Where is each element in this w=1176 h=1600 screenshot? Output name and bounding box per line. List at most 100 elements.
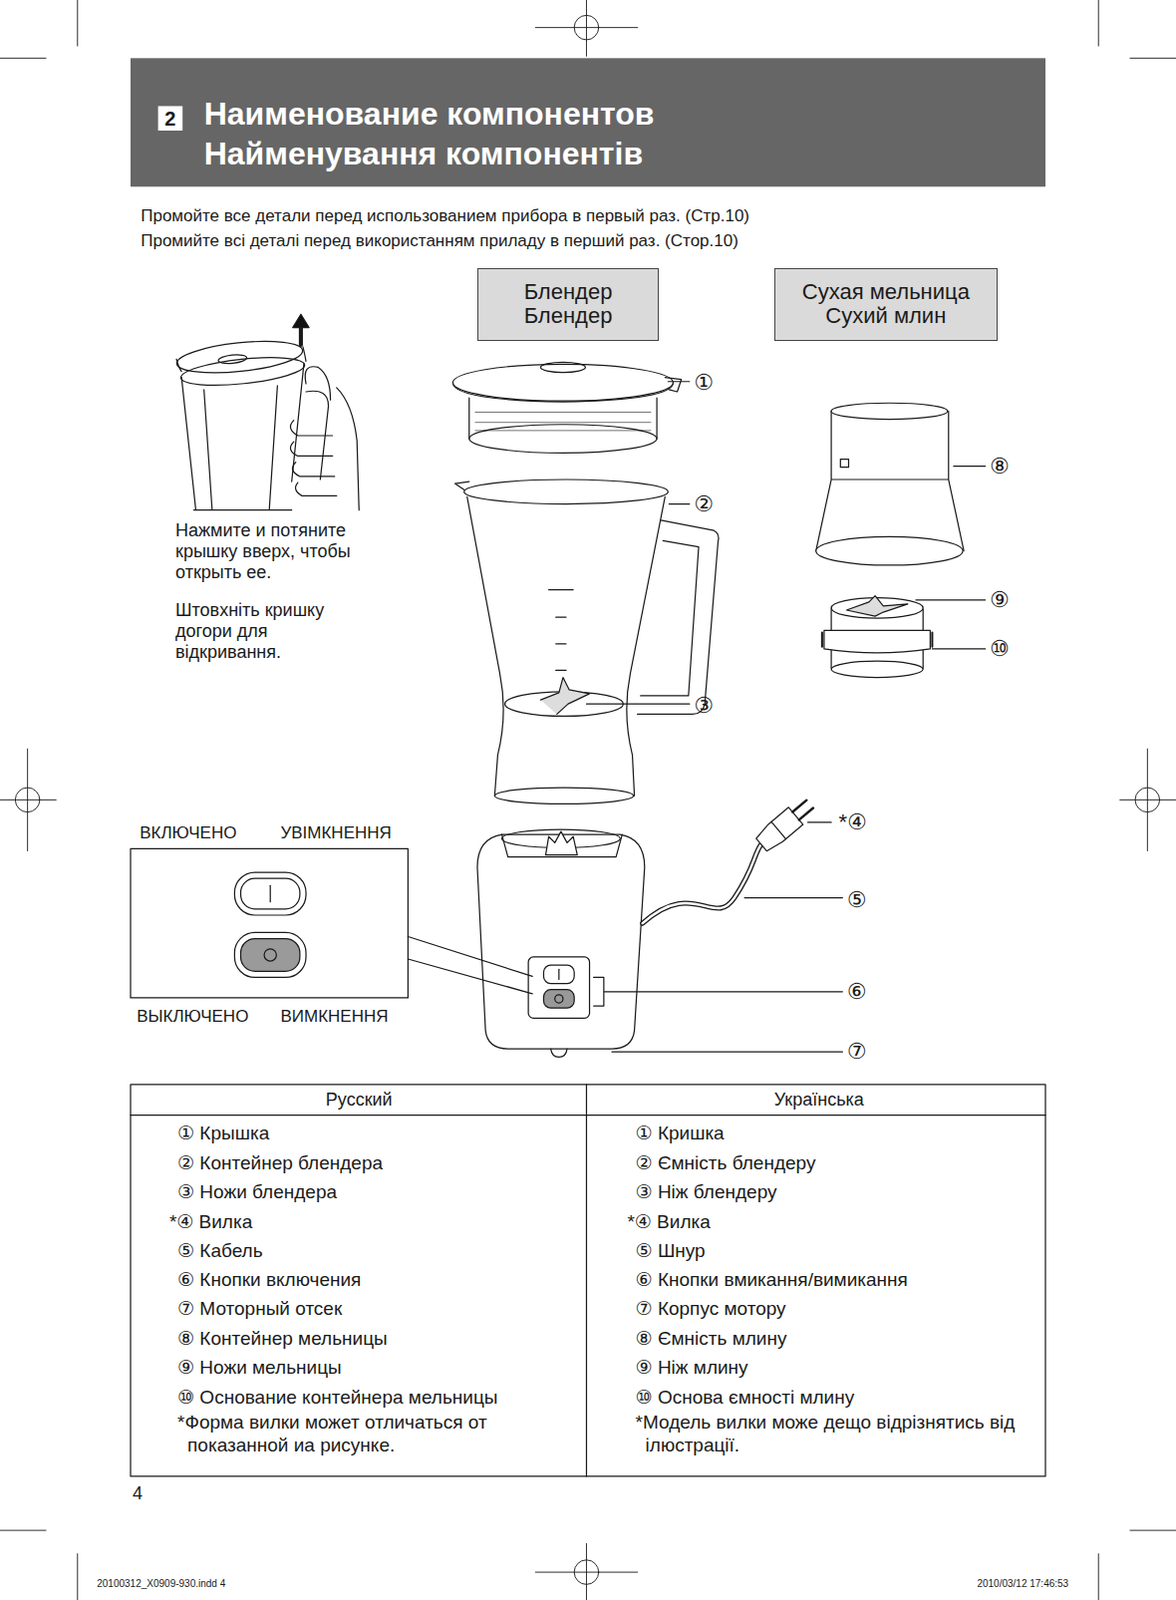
- table-cell: ⑥ Кнопки включения: [177, 1268, 361, 1292]
- crop-marks: [1120, 748, 1176, 851]
- switch-detail: [270, 884, 272, 901]
- mill-container: [953, 465, 986, 467]
- text-label: Нажмите и потяните крышку вверх, чтобы о…: [175, 520, 380, 585]
- motor-base: [546, 831, 579, 856]
- motor-base: [555, 994, 564, 1003]
- table-cell: *④ Вилка: [169, 1210, 253, 1234]
- page-title: Наименование компонентов Найменування ко…: [204, 93, 803, 174]
- blender-jar: [494, 787, 633, 804]
- callout-number: ⑩: [989, 635, 1010, 662]
- power-cord: [642, 844, 762, 923]
- table-cell: ③ Ножи блендера: [177, 1180, 337, 1204]
- table-cell: ⑦ Корпус мотору: [635, 1297, 787, 1321]
- box-label: Сухий млин: [825, 303, 946, 329]
- blender-jar: [637, 520, 719, 714]
- box-label: Блендер: [524, 303, 613, 329]
- blender-jar: [467, 496, 666, 796]
- motor-base: [543, 989, 575, 1008]
- parts-table: [130, 1084, 1046, 1476]
- callout-number: ⑦: [847, 1038, 868, 1065]
- switch-detail: [130, 848, 408, 997]
- mill-blade-base: [824, 629, 930, 653]
- switch-detail: [241, 878, 300, 909]
- plug: [771, 821, 786, 839]
- motor-base: [528, 956, 589, 1018]
- callout-number: ⑨: [989, 587, 1010, 613]
- switch-label: УВІМКНЕННЯ: [280, 823, 391, 844]
- title-band: [130, 57, 1046, 187]
- switch-label: ВИМКНЕННЯ: [280, 1006, 388, 1027]
- blender-lid: [475, 411, 651, 430]
- box-label: Сухая мельница: [802, 280, 970, 305]
- callout-number: ③: [693, 692, 714, 719]
- callout-number: ⑥: [847, 978, 868, 1005]
- table-cell: ③ Ніж блендеру: [635, 1180, 778, 1204]
- box-label: Блендер: [524, 280, 613, 305]
- power-cord: [642, 844, 762, 923]
- motor-base: [477, 829, 843, 1057]
- hand-opening-lid: [290, 420, 336, 497]
- table-cell: ② Контейнер блендера: [177, 1151, 383, 1175]
- mill-container: [816, 536, 963, 566]
- power-cord: [642, 844, 844, 923]
- hand-opening-lid: [175, 313, 359, 510]
- table-header: Українська: [774, 1089, 865, 1112]
- table-cell: ⑤ Шнур: [635, 1238, 706, 1262]
- blender-lid: [664, 377, 681, 392]
- switch-detail: [407, 935, 533, 993]
- callout-number: ⑤: [847, 885, 868, 912]
- mill-blade-base: [846, 595, 907, 616]
- blender-jar: [454, 481, 469, 490]
- blender-jar: [540, 677, 589, 715]
- blender-jar: [668, 503, 689, 505]
- plug: [754, 807, 804, 854]
- hand-opening-lid: [179, 352, 306, 390]
- switch-detail: [264, 948, 277, 961]
- mill-container: [831, 402, 948, 419]
- hand-opening-lid: [304, 366, 330, 400]
- hand-opening-lid: [336, 387, 360, 511]
- crop-marks: [535, 0, 637, 56]
- callout-number: *④: [838, 809, 867, 836]
- blender-lid: [667, 380, 689, 382]
- table-cell: ⑨ Ніж млину: [635, 1356, 749, 1380]
- switch-label: ВЫКЛЮЧЕНО: [136, 1006, 249, 1027]
- table-cell: ⑩ Основа ємності млину: [635, 1386, 856, 1410]
- text-label: Промийте всі деталі перед використанням …: [140, 230, 739, 251]
- motor-base: [477, 834, 645, 1049]
- footnote: *Форма вилки может отличаться от показан…: [177, 1411, 505, 1457]
- mill-container: [816, 410, 964, 551]
- hand-opening-lid: [293, 313, 309, 327]
- table-cell: *④ Вилка: [626, 1210, 710, 1234]
- text-label: Промойте все детали перед использованием…: [140, 206, 750, 227]
- table-cell: ⑧ Контейнер мельницы: [177, 1326, 388, 1350]
- page-number: 4: [132, 1483, 143, 1506]
- callout-number: ⑧: [989, 452, 1010, 479]
- table-cell: ⑤ Кабель: [177, 1238, 264, 1262]
- mill-blade-base: [822, 632, 933, 647]
- motor-base: [611, 1051, 843, 1053]
- table-cell: ⑩ Основание контейнера мельницы: [177, 1386, 498, 1410]
- print-slug: 20100312_X0909-930.indd 4: [96, 1577, 226, 1590]
- plug: [754, 795, 818, 854]
- blender-lid: [540, 361, 586, 372]
- table-cell: ⑨ Ножи мельницы: [177, 1356, 342, 1380]
- motor-base: [593, 976, 844, 1006]
- category-box: Сухая мельницаСухий млин: [774, 268, 998, 341]
- mill-blade-base: [822, 595, 986, 678]
- blender-lid: [469, 397, 657, 439]
- mill-blade-base: [915, 599, 986, 649]
- power-cord: [744, 896, 843, 898]
- blender-jar: [454, 479, 719, 804]
- table-cell: ⑥ Кнопки вмикання/вимикання: [635, 1268, 908, 1292]
- switch-detail: [234, 872, 306, 915]
- table-cell: ⑧ Ємність млину: [635, 1326, 788, 1350]
- switch-detail: [234, 931, 306, 977]
- switch-detail: [241, 938, 300, 972]
- blender-lid: [452, 361, 689, 453]
- blender-jar: [586, 703, 689, 705]
- motor-base: [551, 1048, 568, 1057]
